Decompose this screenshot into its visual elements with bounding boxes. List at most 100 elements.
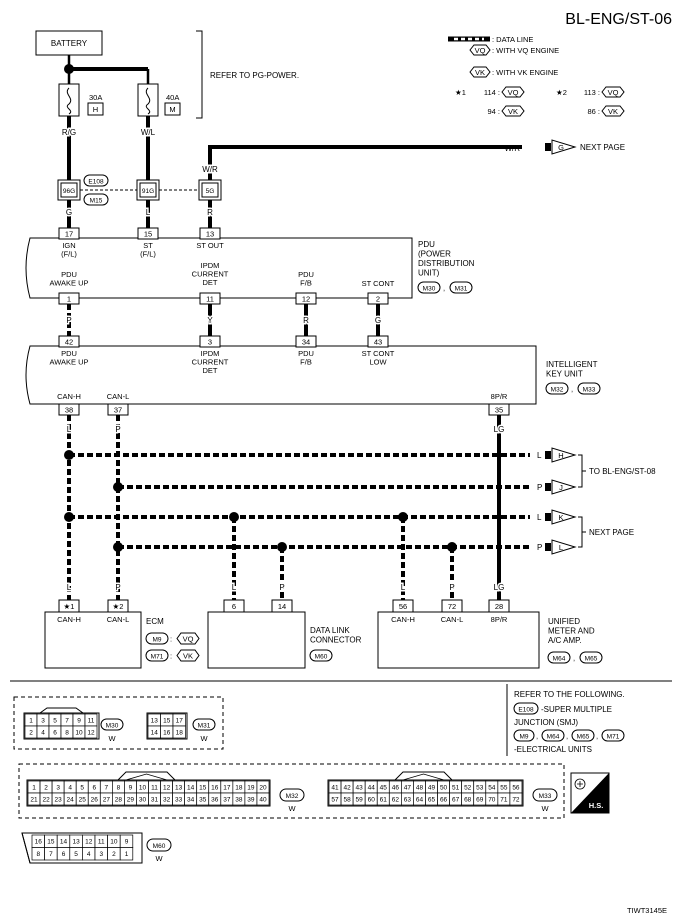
cavity-number: 10 xyxy=(110,839,118,846)
connector-cavity xyxy=(84,725,98,739)
cavity-number: 11 xyxy=(98,839,105,846)
svg-text:L: L xyxy=(401,583,406,592)
svg-text:VQ: VQ xyxy=(608,88,619,97)
next-page-label: NEXT PAGE xyxy=(580,143,625,152)
cavity-number: 72 xyxy=(512,796,520,803)
svg-text:,: , xyxy=(571,385,573,394)
cavity-number: 25 xyxy=(79,796,87,803)
legend: : DATA LINE VQ : WITH VQ ENGINE VK : WIT… xyxy=(448,35,625,117)
cavity-number: 34 xyxy=(187,796,195,803)
fuse-30a xyxy=(58,83,80,117)
svg-text:M32: M32 xyxy=(286,793,299,800)
cavity-number: 3 xyxy=(99,851,103,858)
svg-text:L: L xyxy=(232,583,237,592)
hs-badge-label: H.S. xyxy=(589,801,604,810)
svg-text:G: G xyxy=(66,208,72,217)
cavity-number: 4 xyxy=(41,729,45,736)
conn-m71: M71 xyxy=(151,654,164,661)
cavity-number: 71 xyxy=(500,796,508,803)
smj-pin-91g: 91G xyxy=(142,188,154,195)
ecm-pin-star2: ★2 xyxy=(113,602,124,611)
cavity-number: 67 xyxy=(452,796,460,803)
cavity-number: 37 xyxy=(223,796,231,803)
legend-data-line: : DATA LINE xyxy=(492,35,533,44)
smj-connectors: 96G 91G 5G E108 M15 xyxy=(57,174,222,206)
svg-text:VK: VK xyxy=(508,107,518,116)
cavity-number: 70 xyxy=(488,796,496,803)
svg-text:-ELECTRICAL UNITS: -ELECTRICAL UNITS xyxy=(514,745,592,754)
cavity-number: 58 xyxy=(343,796,351,803)
cavity-number: 16 xyxy=(163,729,171,736)
cavity-number: 1 xyxy=(32,784,36,791)
svg-text:W: W xyxy=(288,804,296,813)
svg-text:30A: 30A xyxy=(89,93,102,102)
cavity-number: 52 xyxy=(464,784,472,791)
cavity-number: 39 xyxy=(247,796,255,803)
dlc-pin-6: 6 xyxy=(232,602,236,611)
cavity-number: 15 xyxy=(163,717,171,724)
svg-text:M65: M65 xyxy=(577,734,590,741)
cavity-number: 14 xyxy=(151,729,159,736)
svg-text:-SUPER MULTIPLE: -SUPER MULTIPLE xyxy=(541,705,612,714)
cavity-number: 2 xyxy=(29,729,33,736)
cavity-number: 14 xyxy=(60,839,68,846)
cavity-number: 17 xyxy=(176,717,184,724)
cavity-number: 40 xyxy=(259,796,267,803)
fuse-id-h: H xyxy=(93,105,98,114)
svg-text:CAN-L: CAN-L xyxy=(107,615,130,624)
wire-wr: W/R xyxy=(202,165,218,174)
svg-text:11: 11 xyxy=(206,295,214,304)
offpage-j: J xyxy=(559,483,563,492)
offpage-l: L xyxy=(559,543,563,552)
smj-pin-96g: 96G xyxy=(63,188,75,195)
svg-text:M60: M60 xyxy=(153,843,166,850)
svg-text:12: 12 xyxy=(302,295,310,304)
svg-text:,: , xyxy=(536,732,538,741)
cavity-number: 3 xyxy=(56,784,60,791)
cavity-number: 35 xyxy=(199,796,207,803)
cavity-number: 6 xyxy=(53,729,57,736)
cavity-number: 1 xyxy=(29,717,33,724)
cavity-number: 63 xyxy=(404,796,412,803)
pdu-pin-st: ST(F/L) xyxy=(140,241,156,259)
iku-pin-8pr: 8P/R xyxy=(491,392,508,401)
pdu-pin-st-out: ST OUT xyxy=(196,241,224,250)
cavity-number: 5 xyxy=(80,784,84,791)
cavity-number: 15 xyxy=(47,839,55,846)
cavity-number: 2 xyxy=(44,784,48,791)
cavity-number: 66 xyxy=(440,796,448,803)
conn-m65: M65 xyxy=(585,656,598,663)
svg-text:,: , xyxy=(596,732,598,741)
star1-vq-pin: 114 : xyxy=(484,88,500,97)
cavity-number: 59 xyxy=(356,796,364,803)
vk-tag: VK xyxy=(475,68,485,77)
fuse-40a xyxy=(137,83,159,117)
to-bl-eng-st-08: TO BL-ENG/ST-08 xyxy=(589,467,656,476)
cavity-number: 24 xyxy=(67,796,75,803)
svg-text::: : xyxy=(170,635,172,644)
offpage-h: H xyxy=(558,451,563,460)
cavity-number: 29 xyxy=(127,796,135,803)
svg-text:8P/R: 8P/R xyxy=(491,615,508,624)
cavity-number: 9 xyxy=(77,717,81,724)
page-title: BL-ENG/ST-06 xyxy=(565,11,672,28)
cavity-number: 56 xyxy=(512,784,520,791)
cavity-number: 44 xyxy=(368,784,376,791)
cavity-number: 62 xyxy=(392,796,400,803)
svg-text:P: P xyxy=(66,316,71,325)
cavity-number: 10 xyxy=(139,784,147,791)
ecm-unit: ★1 ★2 CAN-H CAN-L ECM M9 : VQ M71 : VK xyxy=(44,599,200,669)
vq-tag: VQ xyxy=(475,46,486,55)
conn-m15: M15 xyxy=(90,198,103,205)
cavity-number: 12 xyxy=(85,839,93,846)
svg-text:M9: M9 xyxy=(519,734,528,741)
pdu-pin-ign: IGN(F/L) xyxy=(61,241,77,259)
star1-vk-pin: 94 : xyxy=(487,107,500,116)
